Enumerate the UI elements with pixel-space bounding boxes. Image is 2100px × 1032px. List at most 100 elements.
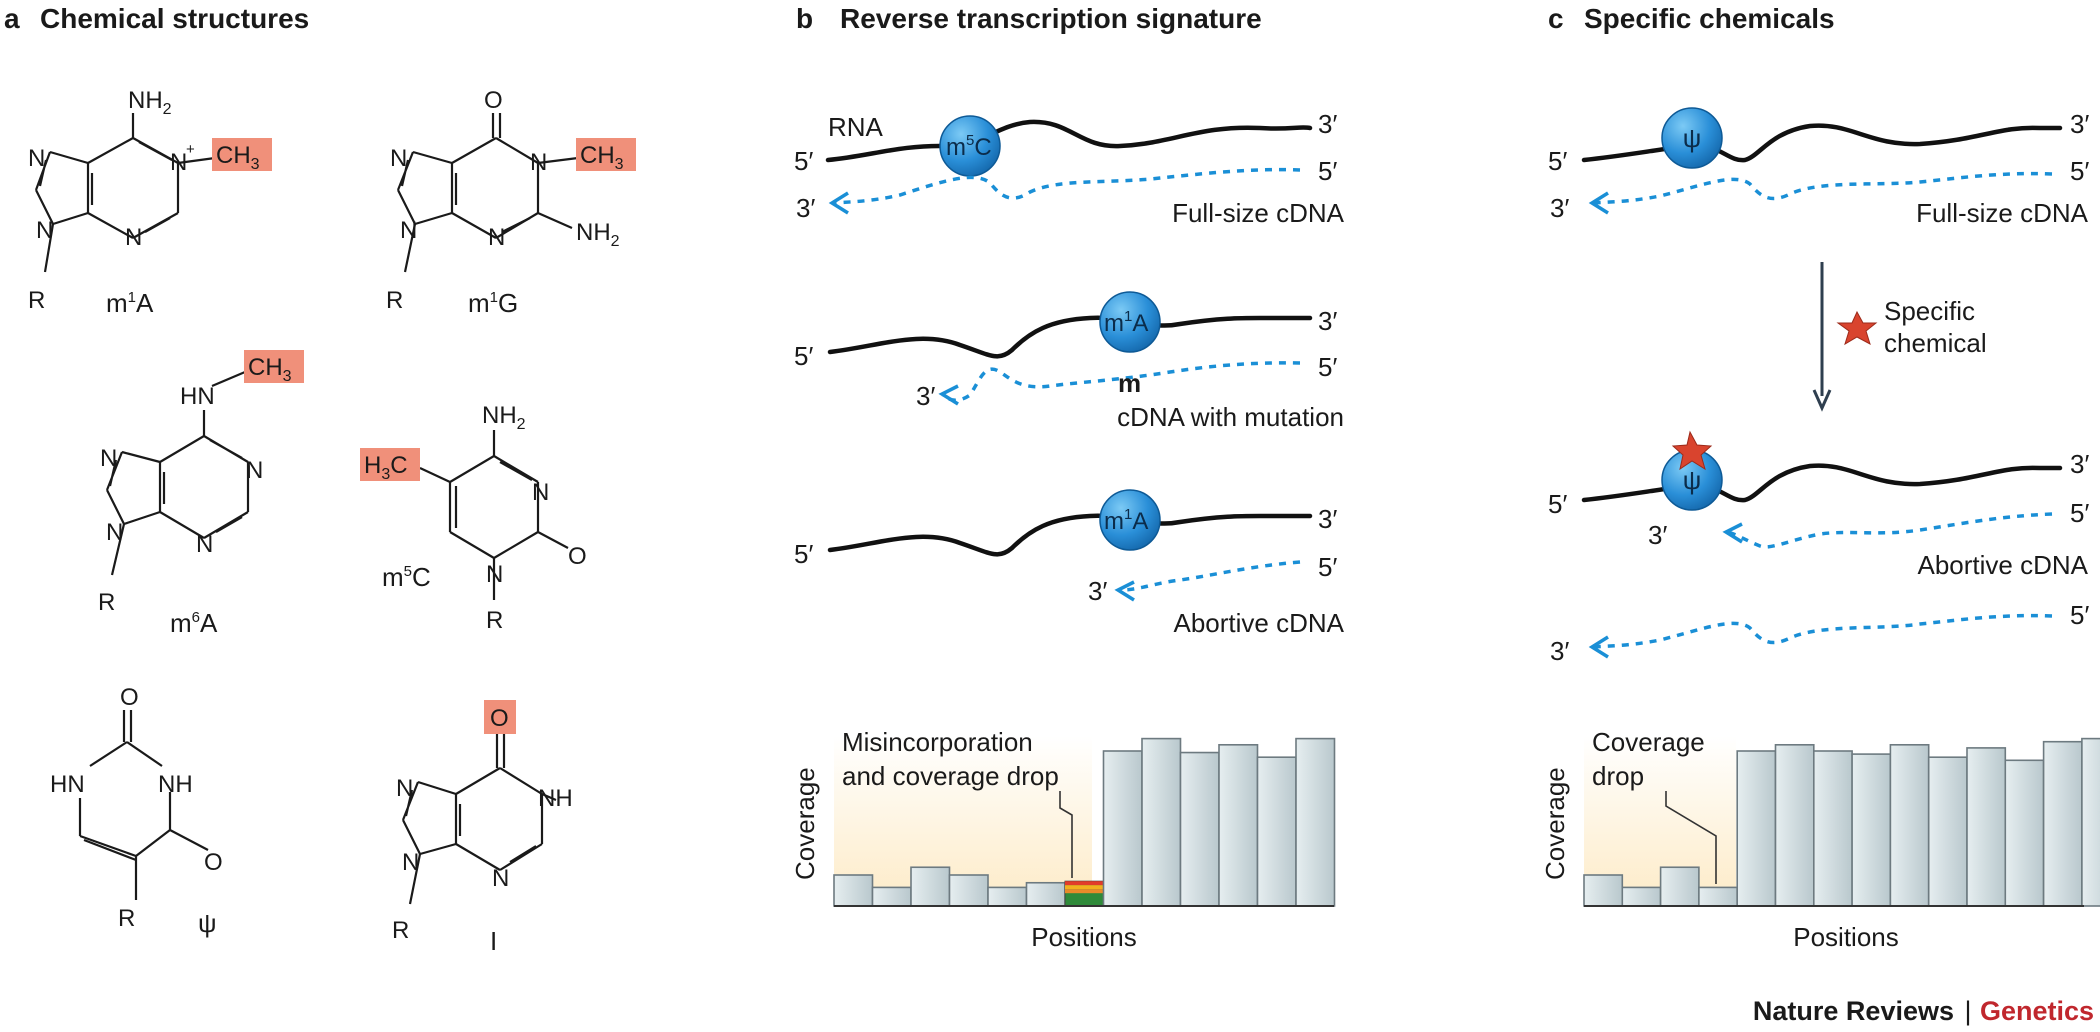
specific-chemical-label-2: chemical bbox=[1884, 328, 1987, 358]
panel-c-title: Specific chemicals bbox=[1584, 3, 1835, 34]
panel-c: c Specific chemicals 5′ 3′ ψ 3′ 5′ Full-… bbox=[1540, 3, 2100, 952]
m1g-o: O bbox=[484, 87, 503, 114]
cdna-strand bbox=[832, 167, 1301, 205]
footer-brand: Nature Reviews | Genetics bbox=[1753, 996, 2094, 1026]
five-prime-label: 5′ bbox=[1318, 156, 1337, 186]
five-prime-label: 5′ bbox=[794, 146, 813, 176]
five-prime-label: 5′ bbox=[2070, 498, 2089, 528]
coverage-bar bbox=[1927, 756, 1968, 907]
coverage-chart-c: Coverage Positions Coverage drop bbox=[1540, 727, 2100, 952]
down-arrow-icon bbox=[1812, 389, 1832, 412]
inosine-n3: N bbox=[492, 865, 509, 892]
rna-label: RNA bbox=[828, 112, 884, 142]
treatment-step: Specific chemical bbox=[1812, 262, 1987, 412]
rna-strand bbox=[1581, 463, 2063, 503]
psi-name: ψ bbox=[198, 908, 217, 938]
cdna-with-mutation-label: cDNA with mutation bbox=[1117, 402, 1344, 432]
psi-o1: O bbox=[120, 684, 139, 711]
three-prime-label: 3′ bbox=[916, 381, 935, 411]
m1g-name: m1G bbox=[468, 288, 518, 318]
m1a-n3: N bbox=[125, 224, 142, 251]
coverage-bar bbox=[1966, 747, 2007, 907]
coverage-bar bbox=[1141, 737, 1182, 907]
rna-strand bbox=[827, 315, 1313, 359]
coverage-bar bbox=[1256, 756, 1297, 907]
coverage-bar bbox=[1774, 743, 1815, 907]
cdna-arrowhead bbox=[1722, 522, 1743, 544]
m6a-n1: N bbox=[246, 457, 263, 484]
five-prime-label: 5′ bbox=[1318, 352, 1337, 382]
inosine-name: I bbox=[490, 926, 497, 956]
three-prime-label: 3′ bbox=[1648, 520, 1667, 550]
five-prime-label: 5′ bbox=[794, 539, 813, 569]
brand-name: Nature Reviews bbox=[1753, 996, 1954, 1026]
m1a-modification-label: m1A bbox=[1104, 506, 1148, 535]
three-prime-label: 3′ bbox=[1318, 504, 1337, 534]
three-prime-label: 3′ bbox=[1550, 636, 1569, 666]
coverage-bar bbox=[1813, 750, 1853, 907]
inosine-n9: N bbox=[402, 849, 419, 876]
panel-c-row-abortive: 5′ 3′ ψ 3′ 5′ Abortive cDNA bbox=[1548, 430, 2089, 580]
cdna-arrowhead bbox=[1588, 191, 1609, 215]
cdna-arrowhead bbox=[938, 384, 959, 406]
panel-b-letter: b bbox=[796, 3, 813, 34]
cdna-strand bbox=[1592, 171, 2053, 205]
molecule-m6a: HN CH3 N N N N R m6A bbox=[98, 350, 304, 638]
coverage-bar bbox=[1102, 750, 1143, 907]
m5c-modification-label: m5C bbox=[946, 132, 992, 161]
y-axis-label: Coverage bbox=[1540, 767, 1570, 880]
cdna-strand bbox=[1727, 512, 2053, 549]
m1g-n3: N bbox=[488, 224, 505, 251]
coverage-bar bbox=[2042, 740, 2083, 907]
three-prime-label: 3′ bbox=[1318, 306, 1337, 336]
specific-chemical-label-1: Specific bbox=[1884, 296, 1975, 326]
cdna-arrowhead bbox=[828, 191, 849, 215]
coverage-bar bbox=[1218, 743, 1259, 907]
coverage-bar bbox=[1583, 874, 1624, 907]
m5c-name: m5C bbox=[382, 562, 431, 592]
three-prime-label: 3′ bbox=[1550, 193, 1569, 223]
three-prime-label: 3′ bbox=[1088, 576, 1107, 606]
m1a-modification-circle bbox=[1099, 489, 1161, 551]
annotation-line-2: drop bbox=[1592, 761, 1644, 791]
three-prime-label: 3′ bbox=[1318, 109, 1337, 139]
mismatch-base-segment bbox=[1065, 889, 1104, 894]
coverage-bar bbox=[1179, 751, 1220, 907]
panel-b-title: Reverse transcription signature bbox=[840, 3, 1262, 34]
psi-r: R bbox=[118, 905, 135, 932]
coverage-bar bbox=[1025, 881, 1066, 907]
panel-a: a Chemical structures NH2 N + CH3 N N N … bbox=[4, 3, 636, 956]
molecule-psi: O HN NH O R ψ bbox=[50, 684, 223, 938]
coverage-bar bbox=[1889, 743, 1930, 907]
m1g-nh2: NH2 bbox=[576, 219, 620, 250]
m1a-plus: + bbox=[186, 141, 195, 158]
five-prime-label: 5′ bbox=[794, 341, 813, 371]
five-prime-label: 5′ bbox=[2070, 600, 2089, 630]
m1a-name: m1A bbox=[106, 288, 154, 318]
m5c-h3c: H3C bbox=[364, 452, 408, 483]
coverage-bar bbox=[2081, 737, 2100, 907]
three-prime-label: 3′ bbox=[796, 193, 815, 223]
cdna-arrowhead bbox=[1114, 580, 1135, 602]
coverage-bar bbox=[1295, 737, 1336, 907]
coverage-bar bbox=[1621, 886, 1662, 907]
psi-hn: HN bbox=[50, 771, 85, 798]
rna-strand bbox=[827, 513, 1313, 557]
mutation-mark: m bbox=[1118, 368, 1141, 398]
m6a-hn: HN bbox=[180, 383, 215, 410]
full-size-cdna-label: Full-size cDNA bbox=[1172, 198, 1345, 228]
psi-nh: NH bbox=[158, 771, 193, 798]
m1a-modification-label: m1A bbox=[1104, 308, 1148, 337]
m5c-r: R bbox=[486, 607, 503, 634]
panel-b-row-full-size: RNA 5′ 3′ m5C 3′ 5′ Full-size cDNA bbox=[794, 109, 1345, 228]
coverage-bar bbox=[1851, 753, 1892, 907]
coverage-bar bbox=[1736, 750, 1777, 907]
inosine-n7: N bbox=[396, 775, 413, 802]
panel-b-row-abortive: 5′ 3′ m1A 3′ 5′ Abortive cDNA bbox=[794, 489, 1345, 638]
m6a-n3: N bbox=[196, 531, 213, 558]
mismatch-base-segment bbox=[1065, 885, 1104, 890]
m1g-n1: N bbox=[530, 149, 547, 176]
coverage-bar bbox=[910, 866, 951, 907]
coverage-bar bbox=[1698, 886, 1739, 907]
